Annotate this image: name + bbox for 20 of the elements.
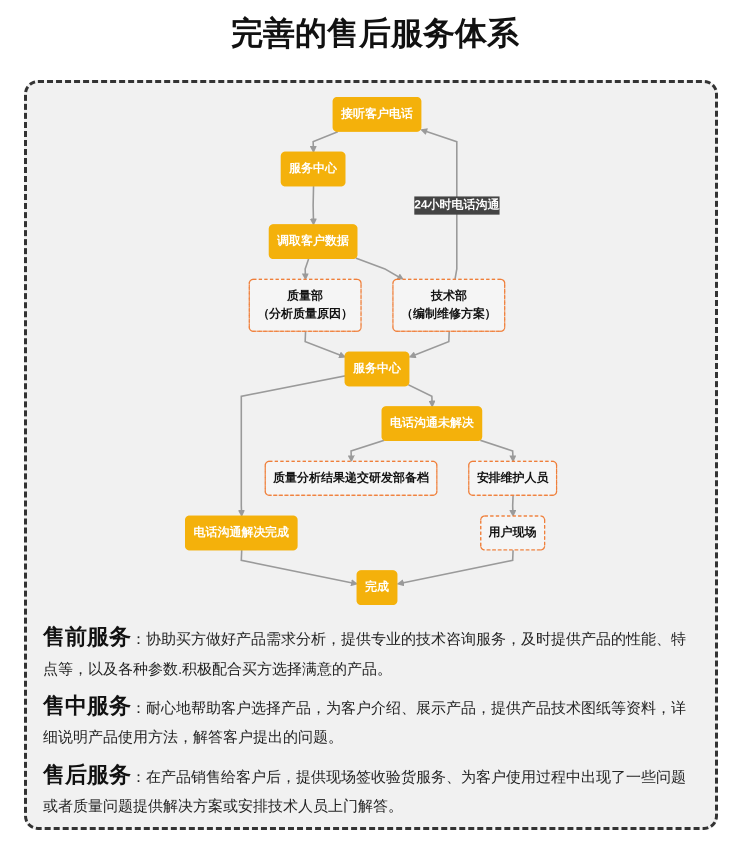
arrow (408, 384, 436, 408)
arrow (302, 258, 310, 280)
arrow (397, 550, 514, 586)
arrow (310, 186, 317, 226)
arrow (348, 440, 384, 462)
dashed-frame: 24小时电话沟通 接听客户电话 服务中心 调取客户数据 质量部 （分析质量原因） 技术部 （编制维修方案） 服务中心 电话沟通解决完成 电话沟通未解决 质量分析结果递交研发部备档 安排维护人员 用户现场 完成 售前服务：协助买方做好产品需求分析，提供专业的技术咨询服务，及时提供产品的性能、特点等，以及各种参数.积极配合买方选择满意的产品。 售中服务：耐心地帮助客户选择产品，为客户介绍、展示产品，提供产品技术图纸等资料，详细说明产品使用方法，解答客户提出的问题。 售后服务：在产品销售给客户后，提供现场签收验货服务、为客户使用过程中出现了一些问题或者质量问题提供解决方案或安排技术人员上门解答。 (24, 80, 718, 830)
arrow (238, 375, 346, 517)
arrow (480, 440, 516, 462)
arrow (304, 332, 346, 358)
note-text: 售前服务：协助买方做好产品需求分析，提供专业的技术咨询服务，及时提供产品的性能、特点等，以及各种参数.积极配合买方选择满意的产品。 (43, 623, 687, 680)
arrow (509, 496, 516, 517)
note-text: 售中服务：耐心地帮助客户选择产品，为客户介绍、展示产品，提供产品技术图纸等资料，详细说明产品使用方法，解答客户提出的问题。 (43, 692, 687, 748)
arrow (409, 332, 450, 358)
edge-label: 24小时电话沟通 (414, 198, 500, 212)
title: 完善的售后服务体系 (230, 14, 520, 53)
arrow (356, 257, 404, 280)
arrow (240, 550, 358, 586)
arrow (310, 130, 338, 153)
note-text: 售后服务：在产品销售给客户后，提供现场签收验货服务、为客户使用过程中出现了一些问题或者质量问题提供解决方案或安排技术人员上门解答。 (43, 760, 687, 817)
arrow (420, 128, 458, 280)
